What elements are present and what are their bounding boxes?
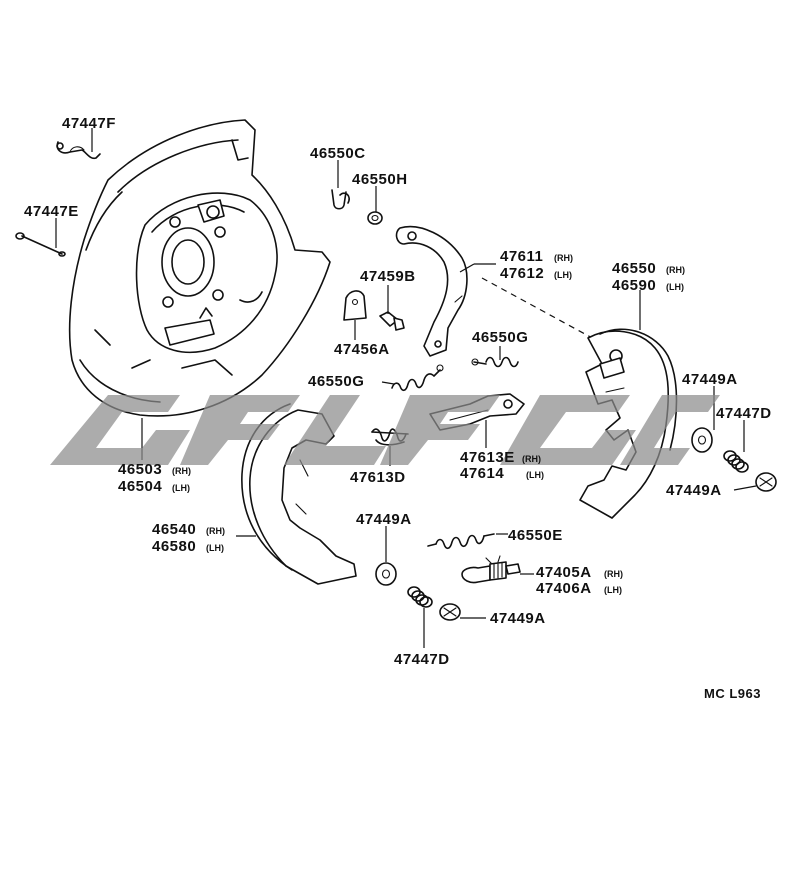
adjuster-drawing [461,555,521,584]
pin-47447e-drawing [15,232,66,257]
label-46504-side: (LH) [172,483,190,493]
spring-46550g-left-drawing [391,364,444,392]
label-46580-side: (LH) [206,543,224,553]
spring-47447d-low-drawing [407,586,433,608]
label-46503-side: (RH) [172,466,191,476]
label-47447f: 47447F [62,115,116,132]
bolt-47459b-drawing [379,311,405,331]
label-46550e: 46550E [508,527,563,544]
clip-46550c-drawing [331,189,350,210]
label-46590-side: (LH) [666,282,684,292]
label-47406a-side: (LH) [604,585,622,595]
label-46550g-top: 46550G [472,329,528,346]
washer-47449a-right-drawing [691,427,713,453]
label-46503: 46503 [118,461,162,478]
label-47611-side: (RH) [554,253,573,263]
part-labels: 47447F 47447E 46550C 46550H 47611 (RH) 4… [24,115,772,701]
label-46540: 46540 [152,521,196,538]
label-46550: 46550 [612,260,656,277]
label-46550-side: (RH) [666,265,685,275]
label-47614-side: (LH) [526,470,544,480]
washer-47449a-mid-drawing [375,562,397,586]
label-46590: 46590 [612,277,656,294]
label-47405a: 47405A [536,564,592,581]
label-46504: 46504 [118,478,162,495]
clip-47447f-drawing [56,141,101,160]
label-47405a-side: (RH) [604,569,623,579]
label-46550g-left: 46550G [308,373,364,390]
label-47447e: 47447E [24,203,79,220]
label-47449a-right2: 47449A [666,482,722,499]
label-47406a: 47406A [536,580,592,597]
backing-plate-drawing [68,119,331,417]
label-47612: 47612 [500,265,544,282]
label-46580: 46580 [152,538,196,555]
label-47613e: 47613E [460,449,515,466]
label-47612-side: (LH) [554,270,572,280]
washer-47449a-right2-drawing [755,472,777,492]
label-47449a-mid: 47449A [356,511,412,528]
label-47447d-low: 47447D [394,651,450,668]
label-47614: 47614 [460,465,504,482]
spring-46550e-drawing [427,533,495,550]
diagram-code: MC L963 [704,686,761,701]
label-47613d: 47613D [350,469,406,486]
label-46550h: 46550H [352,171,408,188]
label-47456a: 47456A [334,341,390,358]
spring-46550g-top-drawing [471,356,519,368]
parking-lever-drawing [395,225,468,357]
label-47449a-low: 47449A [490,610,546,627]
label-47447d-right: 47447D [716,405,772,422]
label-46550c: 46550C [310,145,366,162]
watermark-logo [50,395,720,465]
label-47449a-right: 47449A [682,371,738,388]
spring-47447d-right-drawing [723,450,749,473]
washer-46550h-drawing [367,211,383,225]
label-47459b: 47459B [360,268,416,285]
plate-47456a-drawing [343,290,367,321]
washer-47449a-low-drawing [439,603,461,621]
label-46540-side: (RH) [206,526,225,536]
label-47613e-side: (RH) [522,454,541,464]
label-47611: 47611 [500,248,543,265]
